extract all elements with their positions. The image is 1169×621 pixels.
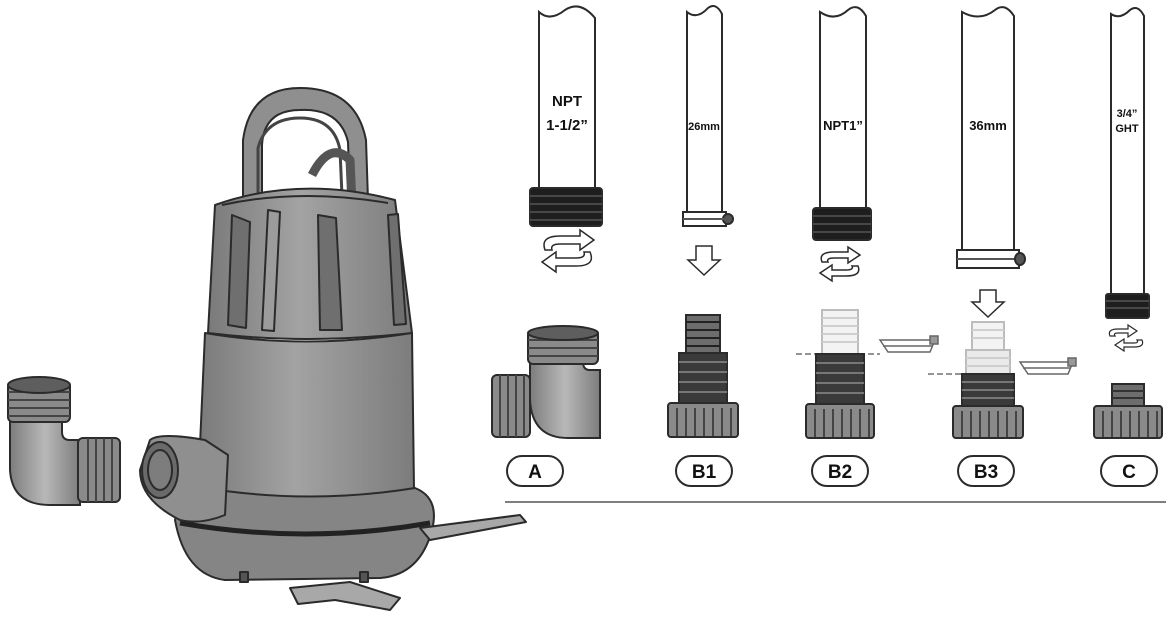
option-b2-pipe bbox=[812, 6, 872, 241]
option-b1-adapter bbox=[667, 314, 739, 438]
loose-elbow-fitting bbox=[7, 376, 121, 506]
option-b2-badge bbox=[811, 455, 869, 487]
option-b1-pipe bbox=[682, 5, 734, 227]
power-cable bbox=[307, 148, 357, 206]
pipe-label-a-line1: NPT bbox=[552, 93, 582, 110]
option-b3-adapter bbox=[928, 321, 1024, 439]
pipe-label-c-line2: GHT bbox=[1115, 123, 1139, 135]
pipe-label-a-line2: 1-1/2” bbox=[546, 117, 588, 134]
down-arrow-icon bbox=[686, 245, 722, 277]
option-a-elbow bbox=[491, 325, 601, 439]
rotate-arrow-icon bbox=[1108, 323, 1144, 353]
option-b2-adapter bbox=[796, 309, 880, 439]
option-b3-label: B3 bbox=[974, 462, 998, 483]
pump-handle bbox=[242, 87, 369, 206]
option-c-adapter bbox=[1093, 383, 1163, 439]
threaded-collar bbox=[1105, 293, 1150, 319]
option-c-pipe bbox=[1105, 7, 1150, 319]
pump-main-body bbox=[197, 332, 415, 500]
threaded-collar bbox=[529, 187, 603, 227]
option-a-pipe bbox=[529, 5, 603, 227]
pipe-label-b3: 36mm bbox=[969, 118, 1007, 133]
pipe-label-c-line1: 3/4” bbox=[1117, 108, 1138, 120]
hacksaw-icon bbox=[878, 335, 939, 353]
option-a-badge bbox=[506, 455, 564, 487]
option-b2-label: B2 bbox=[828, 462, 852, 483]
option-c-badge bbox=[1100, 455, 1158, 487]
down-arrow-icon bbox=[970, 289, 1006, 319]
submersible-pump bbox=[139, 87, 527, 611]
option-c-label: C bbox=[1122, 462, 1136, 483]
option-b1-badge bbox=[675, 455, 733, 487]
hacksaw-icon bbox=[1018, 357, 1077, 375]
pipe-label-b1: 26mm bbox=[688, 121, 720, 133]
option-b3-pipe bbox=[956, 6, 1026, 269]
rotate-arrow-icon bbox=[540, 228, 596, 274]
pipe-label-b2: NPT1” bbox=[823, 118, 863, 133]
rotate-arrow-icon bbox=[818, 245, 862, 283]
option-a-label: A bbox=[528, 462, 542, 483]
option-b1-label: B1 bbox=[692, 462, 717, 483]
option-b3-badge bbox=[957, 455, 1015, 487]
float-switch-lever bbox=[419, 514, 527, 541]
